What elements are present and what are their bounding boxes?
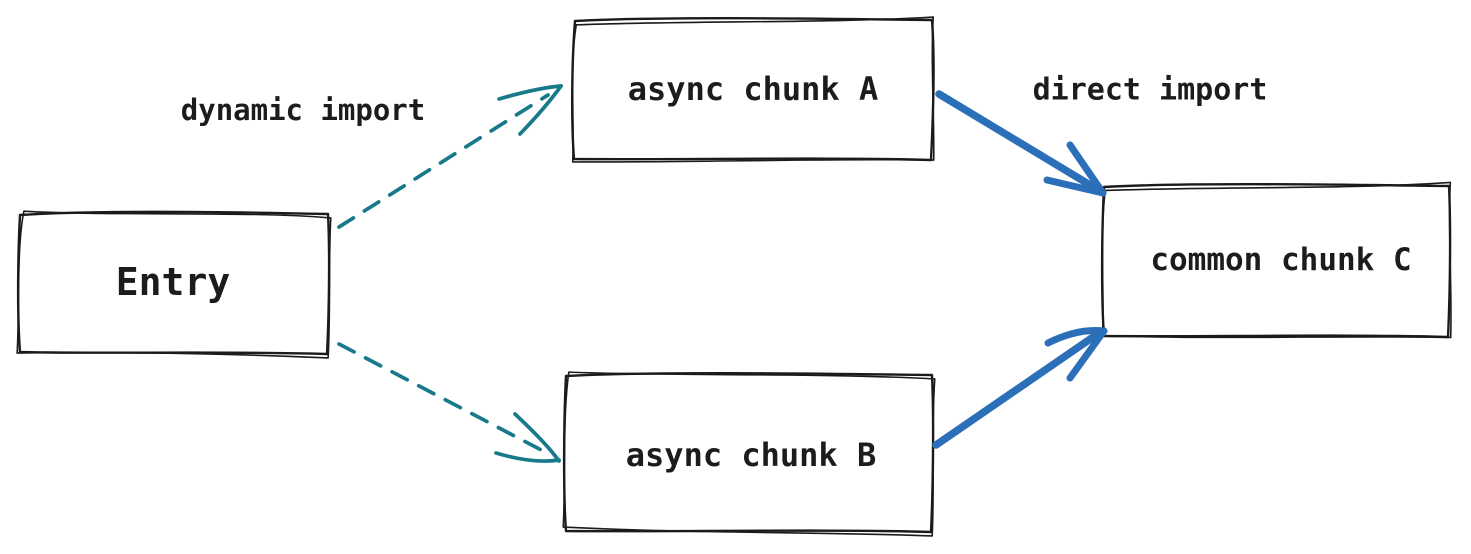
- edge-label-dynamic-import: dynamic import: [180, 93, 426, 127]
- entry-box-shape: [16, 210, 332, 359]
- edge-entry-to-async-a: [337, 84, 563, 229]
- node-common-chunk-c-label: common chunk C: [1150, 242, 1412, 278]
- common-chunk-c-box-shape: [1100, 181, 1452, 339]
- node-entry-label: Entry: [115, 260, 231, 304]
- async-chunk-b-box-shape: [562, 371, 936, 537]
- edge-async-b-to-common-c: [932, 327, 1108, 449]
- node-async-chunk-b-label: async chunk B: [625, 436, 877, 474]
- edge-async-a-to-common-c: [935, 90, 1107, 197]
- node-async-chunk-a-label: async chunk A: [627, 70, 879, 108]
- edge-label-direct-import: direct import: [1032, 72, 1268, 108]
- async-chunk-a-box-shape: [570, 16, 935, 163]
- edge-entry-to-async-b: [337, 342, 561, 463]
